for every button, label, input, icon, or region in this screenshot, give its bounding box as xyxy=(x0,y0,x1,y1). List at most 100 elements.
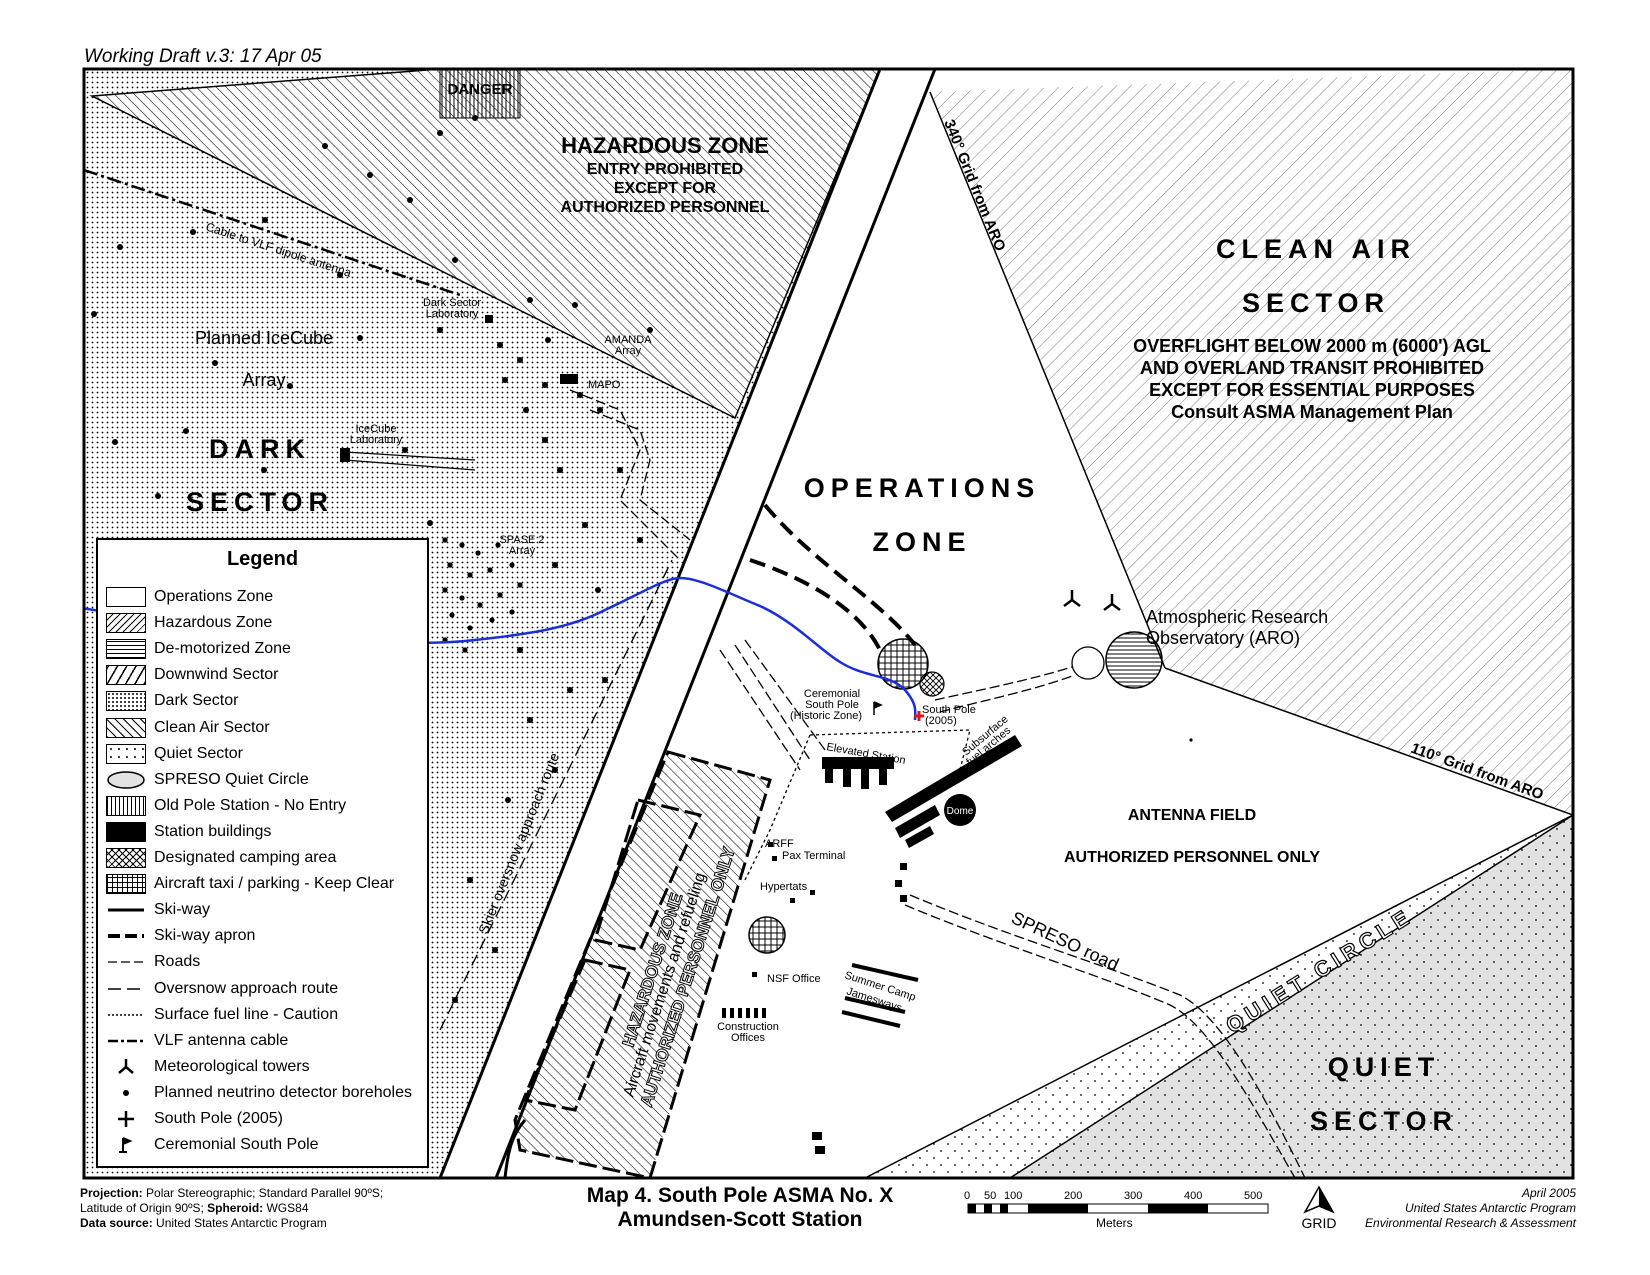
amanda-2: Array xyxy=(615,345,642,357)
fuel-line xyxy=(744,729,971,881)
legend-item: VLF antenna cable xyxy=(106,1028,288,1054)
legend-item: Roads xyxy=(106,949,200,975)
scale-units: Meters xyxy=(1096,1216,1133,1230)
mapo-label: MAPO xyxy=(588,379,621,391)
clean-air-title-1: CLEAN AIR xyxy=(1216,234,1416,264)
dark-lab-1: Dark Sector xyxy=(423,297,481,309)
legend-item: Ceremonial South Pole xyxy=(106,1132,319,1158)
legend-label: Hazardous Zone xyxy=(154,614,273,632)
legend-swatch xyxy=(106,717,146,738)
skiway-strip xyxy=(440,69,935,1178)
legend-label: Planned neutrino detector boreholes xyxy=(154,1083,412,1101)
north-arrow-icon xyxy=(1303,1185,1335,1214)
legend-tower-icon xyxy=(106,1057,146,1077)
icecube-lab-2: Laboratory xyxy=(350,434,403,446)
legend-dot-icon xyxy=(106,1083,146,1103)
danger-box xyxy=(439,69,521,119)
pax-terminal-label: Pax Terminal xyxy=(782,850,845,862)
legend-swatch xyxy=(106,613,146,634)
scale-tick-label: 500 xyxy=(1244,1190,1263,1202)
hazardous-sub2: EXCEPT FOR xyxy=(614,180,717,197)
legend-ellipse-icon xyxy=(106,770,146,790)
ceremonial-3: (Historic Zone) xyxy=(790,710,862,722)
legend-swatch xyxy=(106,795,146,816)
legend-item: Downwind Sector xyxy=(106,662,279,688)
aro-label-1: Atmospheric Research xyxy=(1146,607,1328,627)
footer-org-2: Environmental Research & Assessment xyxy=(1365,1216,1576,1230)
legend-solid-icon xyxy=(106,900,146,920)
legend-item: Ski-way apron xyxy=(106,923,255,949)
vlf-cable xyxy=(84,168,461,297)
legend-item: Station buildings xyxy=(106,819,271,845)
hazardous-sub1: ENTRY PROHIBITED xyxy=(587,161,743,178)
legend-item: Meteorological towers xyxy=(106,1054,310,1080)
dark-title-1: DARK xyxy=(209,434,311,464)
legend-label: Old Pole Station - No Entry xyxy=(154,796,347,814)
legend-title: Legend xyxy=(226,548,299,570)
source-text: United States Antarctic Program xyxy=(156,1216,327,1230)
oversnow-route xyxy=(439,559,673,1031)
map-title: Map 4. South Pole ASMA No. X Amundsen-Sc… xyxy=(520,1184,960,1232)
scale-tick-label: 50 xyxy=(984,1190,997,1202)
hazardous-zone-hatch xyxy=(89,69,881,420)
operations-title-1: OPERATIONS xyxy=(804,473,1041,503)
legend-label: Operations Zone xyxy=(154,588,274,605)
hypertats-label: Hypertats xyxy=(760,881,808,893)
north-grid-label: GRID xyxy=(1301,1215,1337,1231)
legend-swatch xyxy=(106,639,146,660)
legend-swatch xyxy=(106,848,146,868)
south-pole-marker xyxy=(914,711,924,721)
clean-air-sub4: Consult ASMA Management Plan xyxy=(1171,402,1453,422)
legend-dash-thin-icon xyxy=(106,952,146,972)
operations-title-2: ZONE xyxy=(872,527,971,557)
legend-item: SPRESO Quiet Circle xyxy=(106,767,309,793)
south-pole-label-2: (2005) xyxy=(925,715,957,727)
arff-label: ARFF xyxy=(765,838,794,850)
ceremonial-pole-flag xyxy=(873,701,883,715)
legend-item: Aircraft taxi / parking - Keep Clear xyxy=(106,871,394,897)
legend-item: Hazardous Zone xyxy=(106,610,272,636)
ceremonial-1: Ceremonial xyxy=(804,688,860,700)
skiway-apron xyxy=(763,503,917,647)
dome-label: Dome xyxy=(947,806,974,817)
legend-item: Clean Air Sector xyxy=(106,715,270,741)
icecube-lab-building xyxy=(340,448,350,462)
legend-item: De-motorized Zone xyxy=(106,636,291,662)
legend-label: SPRESO Quiet Circle xyxy=(154,770,309,788)
amanda-1: AMANDA xyxy=(604,334,652,346)
icecube-label-1: Planned IceCube xyxy=(195,328,333,348)
scale-tick-label: 200 xyxy=(1064,1190,1083,1202)
dark-lab-2: Laboratory xyxy=(426,308,479,320)
danger-label: DANGER xyxy=(447,81,512,98)
legend-flag-icon xyxy=(106,1135,146,1155)
hazardous-title: HAZARDOUS ZONE xyxy=(561,133,769,158)
dark-title-2: SECTOR xyxy=(186,487,334,517)
legend-label: Roads xyxy=(154,953,201,971)
scale-tick-label: 0 xyxy=(964,1190,971,1202)
legend-label: Ski-way xyxy=(154,901,211,919)
legend-label: Ceremonial South Pole xyxy=(154,1136,319,1154)
legend-label: Meteorological towers xyxy=(154,1057,310,1075)
legend-item: Designated camping area xyxy=(106,845,336,871)
legend-label: De-motorized Zone xyxy=(154,640,291,658)
borehole-dots xyxy=(91,115,653,1003)
legend-swatch xyxy=(106,743,146,764)
hypertat-circle xyxy=(748,916,786,954)
station-buildings xyxy=(722,735,1022,1154)
nsf-office-label: NSF Office xyxy=(767,973,821,985)
projection-label: Projection: xyxy=(80,1186,143,1200)
icecube-label-2: Array xyxy=(242,370,285,390)
legend-item: South Pole (2005) xyxy=(106,1106,283,1132)
clean-air-title-2: SECTOR xyxy=(1242,288,1390,318)
dome xyxy=(944,794,976,826)
legend-dash-thick-icon xyxy=(106,926,146,946)
scale-bar xyxy=(967,1203,1269,1214)
legend-label: Downwind Sector xyxy=(154,666,279,684)
road-mapo xyxy=(569,389,681,561)
footer-date: April 2005 xyxy=(1521,1186,1576,1200)
construction-1: Construction xyxy=(717,1021,779,1033)
legend-dotted-icon xyxy=(106,1005,146,1025)
legend-label: Dark Sector xyxy=(154,692,239,710)
meteorological-towers xyxy=(1063,590,1121,611)
